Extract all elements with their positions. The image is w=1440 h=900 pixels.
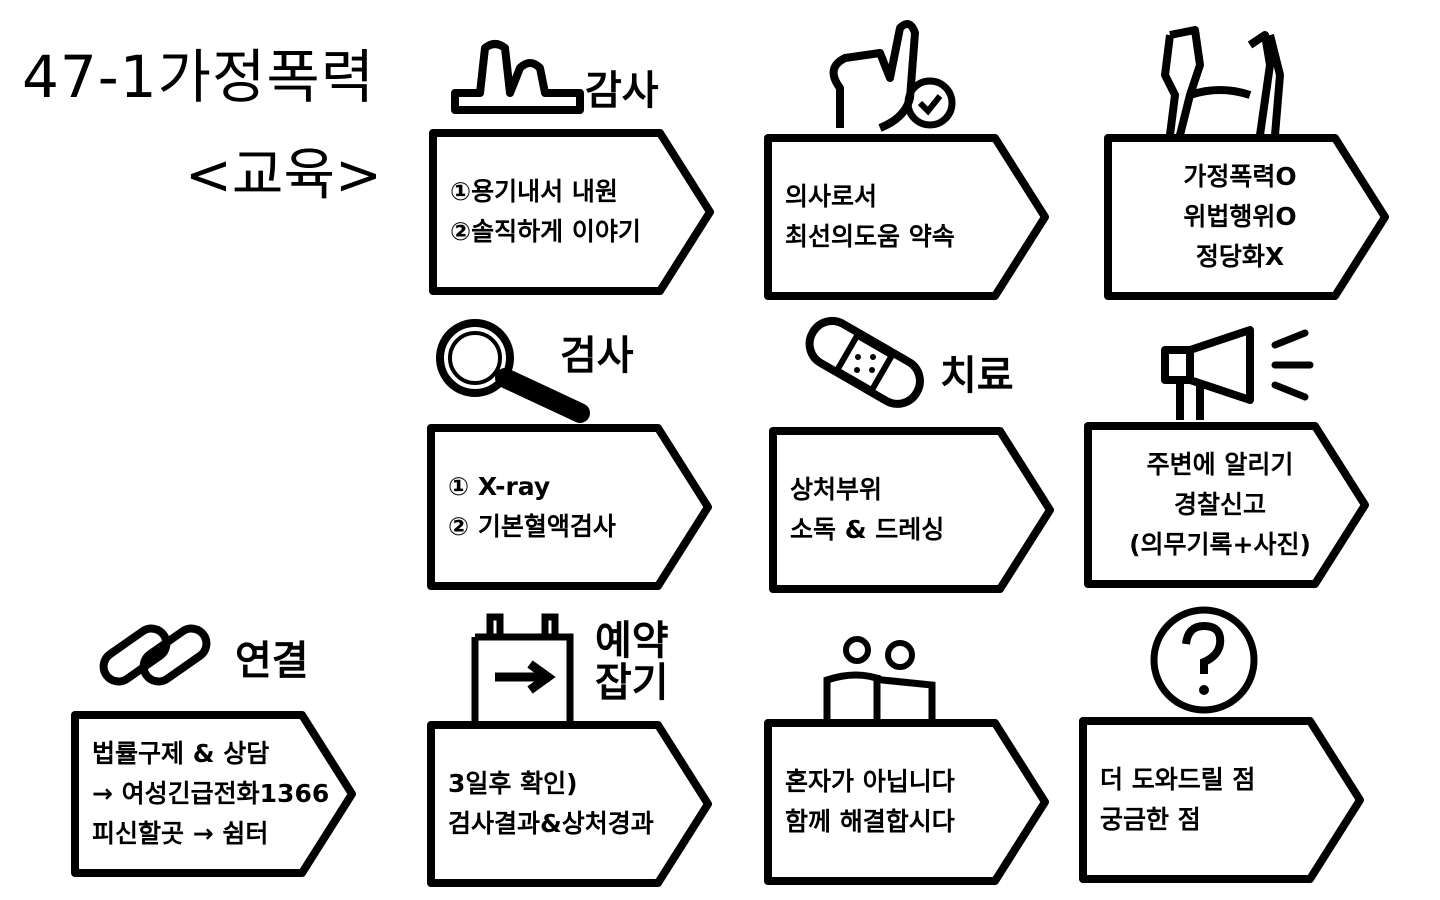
card-line: 가정폭력O: [1183, 162, 1297, 191]
arrow-card: ① X-ray ② 기본혈액검사: [426, 423, 716, 591]
card-line: ② 기본혈액검사: [448, 512, 616, 541]
card-line: 더 도와드릴 점: [1100, 765, 1256, 794]
question-icon: [1150, 606, 1258, 714]
arrow-shape: [427, 424, 712, 590]
card-line: 소독 & 드레싱: [790, 515, 945, 544]
card-line: 3일후 확인): [448, 769, 578, 798]
page-title: 47-1가정폭력: [22, 43, 376, 111]
card-line: ① X-ray: [448, 472, 551, 501]
link-icon: [99, 624, 211, 686]
arrow-shape: [1084, 422, 1369, 588]
card-line: 의사로서: [785, 182, 878, 211]
card-line: ②솔직하게 이야기: [450, 217, 641, 246]
card-line: 경찰신고: [1173, 490, 1266, 519]
arrow-shape: [1104, 134, 1389, 300]
handshake-icon: [1161, 26, 1284, 136]
ok-hand-check-icon: [829, 20, 956, 132]
label-exam: 검사: [560, 333, 634, 379]
label-thanks: 감사: [585, 68, 659, 114]
arrow-shape: [764, 719, 1049, 885]
arrow-shape: [764, 134, 1049, 300]
card-line: 정당화X: [1195, 242, 1285, 271]
page-subtitle: <교육>: [185, 143, 382, 208]
bandage-icon: [805, 317, 924, 408]
card-line: → 여성긴급전화1366: [92, 779, 330, 808]
arrow-card: 3일후 확인) 검사결과&상처경과: [426, 720, 716, 888]
calendar-arrow-icon: [471, 613, 574, 722]
arrow-card: 법률구제 & 상담 → 여성긴급전화1366 피신할곳 → 쉼터: [70, 710, 360, 878]
bowing-person-icon: [451, 40, 584, 114]
card-line: 위법행위O: [1183, 202, 1297, 231]
people-support-icon: [823, 636, 936, 720]
card-line: 주변에 알리기: [1146, 450, 1294, 479]
arrow-shape: [769, 427, 1054, 593]
card-line: 상처부위: [790, 475, 883, 504]
arrow-shape: [429, 129, 714, 295]
label-treat: 치료: [940, 353, 1014, 399]
arrow-shape: [427, 721, 712, 887]
arrow-card: 가정폭력O 위법행위O 정당화X: [1103, 133, 1393, 301]
card-line: ①용기내서 내원: [450, 177, 618, 206]
magnifier-icon: [436, 319, 590, 423]
card-line: 혼자가 아닙니다: [785, 767, 955, 796]
megaphone-icon: [1161, 326, 1314, 420]
card-line: (의무기록+사진): [1129, 530, 1311, 559]
arrow-shape: [1079, 717, 1364, 883]
card-line: 법률구제 & 상담: [92, 739, 270, 768]
card-line: 검사결과&상처경과: [448, 809, 654, 838]
arrow-card: ①용기내서 내원 ②솔직하게 이야기: [428, 128, 718, 296]
card-line: 함께 해결합시다: [785, 807, 955, 836]
card-line: 최선의도움 약속: [785, 222, 955, 251]
arrow-shape: [71, 711, 356, 877]
label-connect: 연결: [235, 638, 309, 684]
card-line: 피신할곳 → 쉼터: [92, 819, 269, 848]
label-reserve: 예약 잡기: [595, 618, 669, 706]
card-line: 궁금한 점: [1100, 805, 1201, 834]
